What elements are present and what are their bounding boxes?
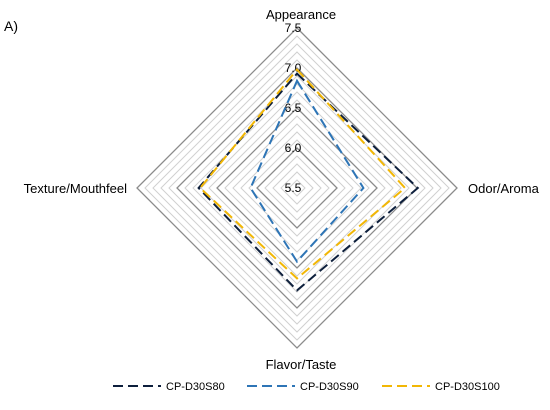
grid-ring-major bbox=[256, 147, 338, 229]
axis-label: Flavor/Taste bbox=[266, 357, 337, 372]
radar-tick-labels: 5.56.06.57.07.5 bbox=[285, 21, 302, 195]
legend-label: CP-D30S100 bbox=[435, 381, 500, 393]
grid-ring-minor bbox=[152, 43, 442, 333]
axis-label: Texture/Mouthfeel bbox=[24, 181, 127, 196]
axis-label: Appearance bbox=[266, 7, 336, 22]
grid-ring-minor bbox=[272, 163, 322, 213]
tick-label: 7.5 bbox=[285, 21, 302, 35]
grid-ring-major bbox=[136, 27, 458, 349]
grid-ring-major bbox=[216, 107, 378, 269]
grid-ring-minor bbox=[168, 59, 426, 317]
grid-ring-minor bbox=[264, 155, 330, 221]
grid-ring-minor bbox=[160, 51, 434, 325]
grid-ring-minor bbox=[232, 123, 362, 253]
grid-ring-minor bbox=[208, 99, 386, 277]
grid-ring-minor bbox=[288, 179, 306, 197]
grid-ring-minor bbox=[200, 91, 394, 285]
axis-label: Odor/Aroma bbox=[468, 181, 540, 196]
grid-ring-minor bbox=[248, 139, 346, 237]
grid-ring-minor bbox=[280, 171, 314, 205]
legend-label: CP-D30S80 bbox=[166, 381, 225, 393]
grid-ring-minor bbox=[144, 35, 450, 341]
panel-label: A) bbox=[4, 18, 18, 34]
radar-grid bbox=[136, 27, 458, 349]
series-line bbox=[198, 68, 407, 280]
tick-label: 6.5 bbox=[285, 101, 302, 115]
radar-series bbox=[197, 68, 420, 292]
tick-label: 6.0 bbox=[285, 141, 302, 155]
series-line bbox=[249, 78, 365, 264]
tick-label: 5.5 bbox=[285, 181, 302, 195]
legend: CP-D30S80 CP-D30S90 CP-D30S100 bbox=[113, 381, 500, 393]
legend-label: CP-D30S90 bbox=[300, 381, 359, 393]
